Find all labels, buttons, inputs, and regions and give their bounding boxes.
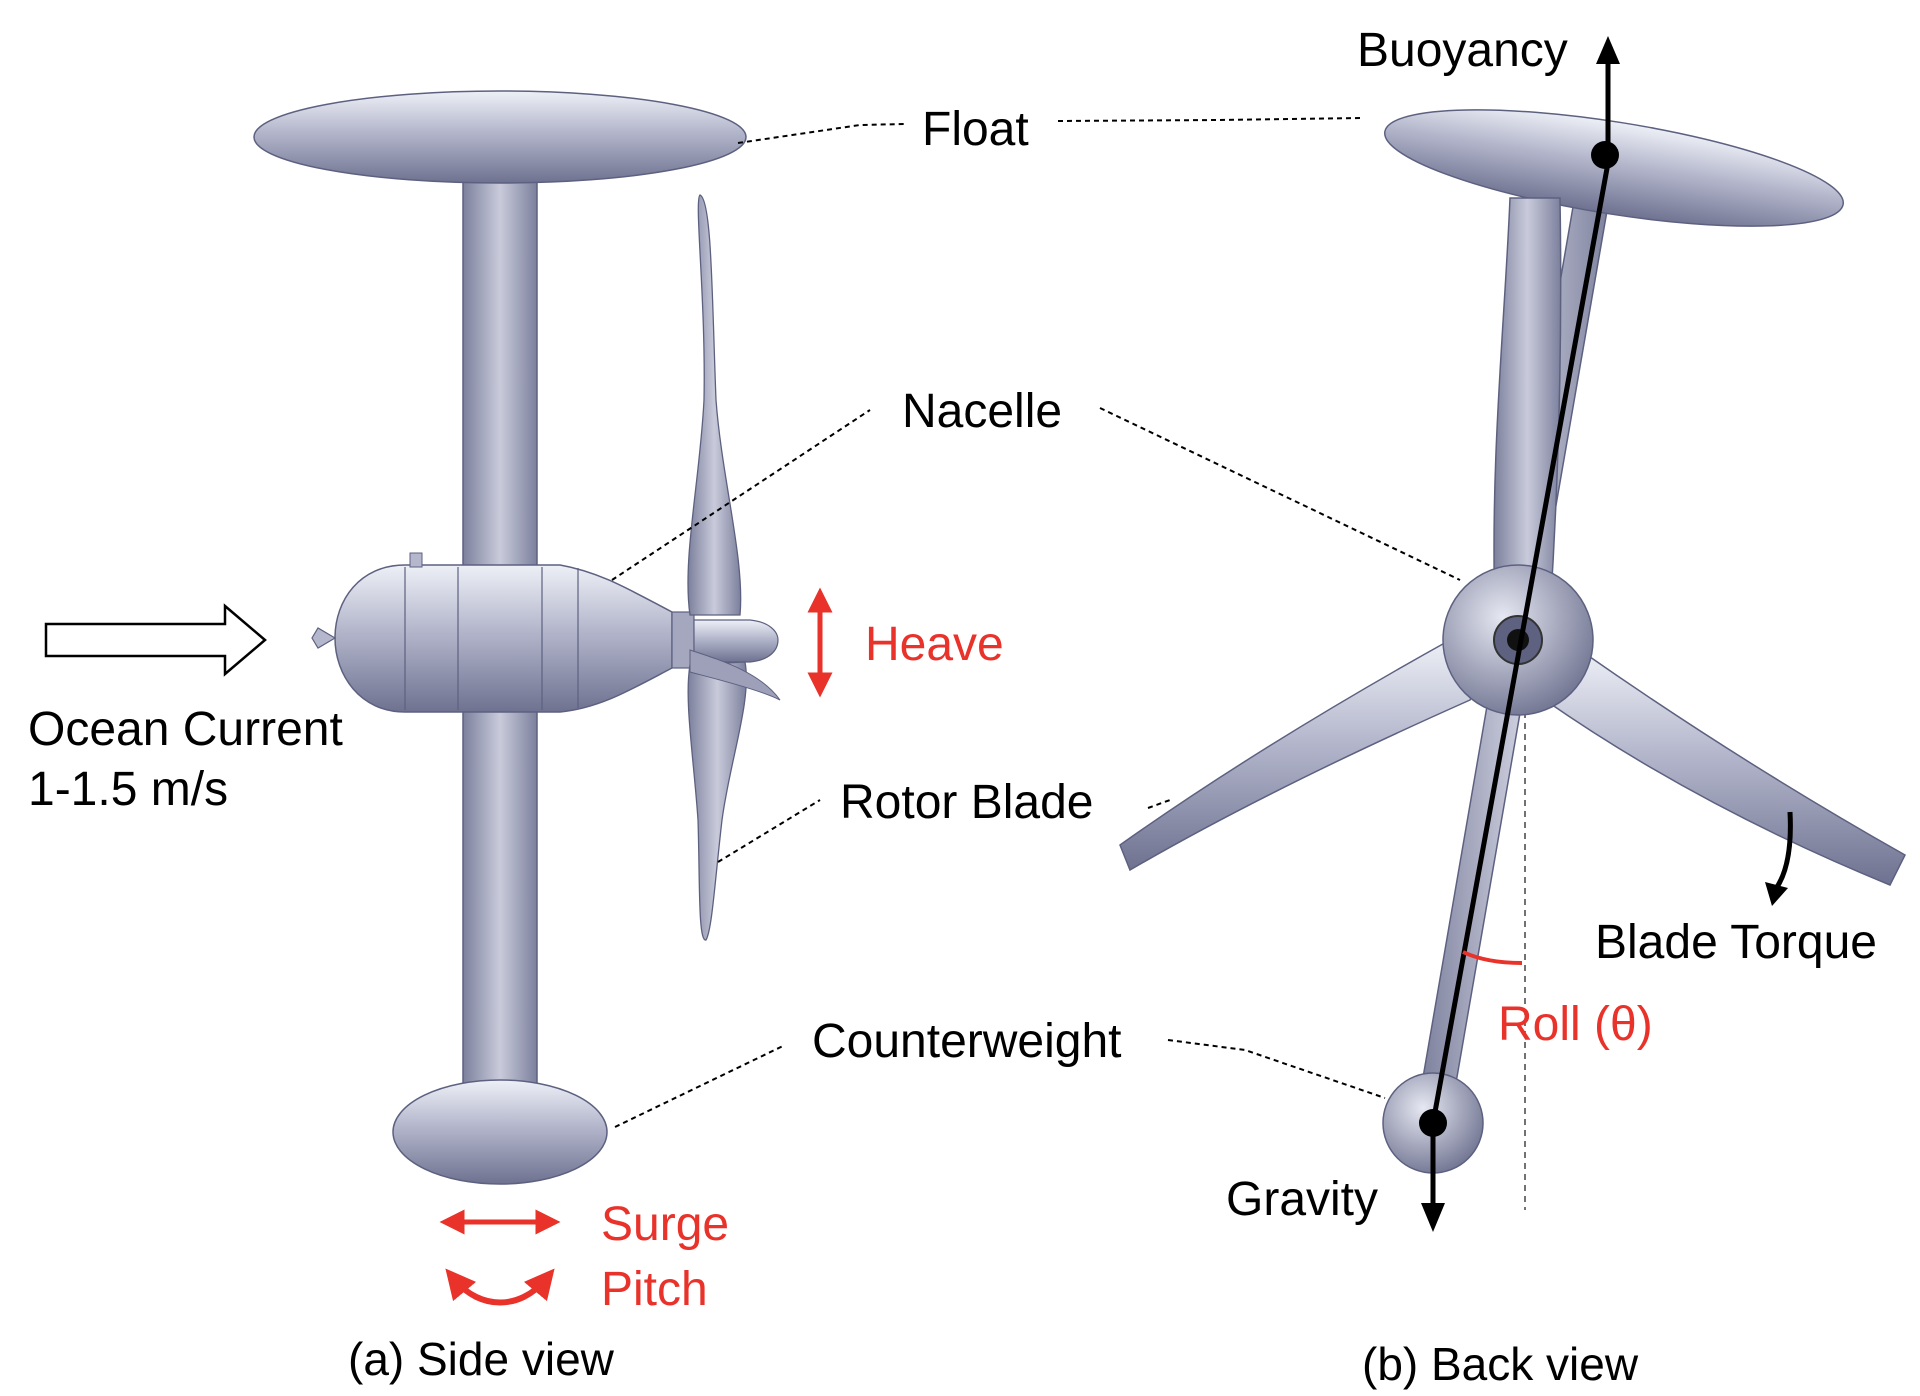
- labels: Float Nacelle Heave Ocean Current 1-1.5 …: [28, 24, 1877, 1390]
- label-ocean-current: Ocean Current: [28, 703, 343, 756]
- gravity-arrow-icon: [1421, 1123, 1445, 1232]
- label-current-speed: 1-1.5 m/s: [28, 763, 228, 816]
- caption-side-view: (a) Side view: [348, 1333, 615, 1385]
- label-nacelle: Nacelle: [902, 385, 1062, 438]
- back-blade-top: [1493, 197, 1562, 613]
- side-rotor-blades: [687, 194, 781, 941]
- tilt-axis-line: [1430, 151, 1613, 1124]
- label-float: Float: [922, 103, 1029, 156]
- side-float: [253, 90, 747, 184]
- side-view: [253, 90, 781, 1185]
- pitch-arrow: [445, 1268, 555, 1306]
- label-heave: Heave: [865, 618, 1004, 671]
- back-blade-left: [1119, 639, 1502, 872]
- curved-arrow-icon: [1765, 811, 1793, 906]
- back-blade-right: [1544, 649, 1906, 886]
- leader-lines: [611, 117, 1461, 1128]
- label-surge: Surge: [601, 1198, 729, 1251]
- label-buoyancy: Buoyancy: [1357, 24, 1568, 77]
- caption-back-view: (b) Back view: [1362, 1338, 1639, 1390]
- side-counterweight: [392, 1079, 608, 1185]
- label-rotor-blade: Rotor Blade: [840, 776, 1093, 829]
- current-arrow-icon: [44, 603, 267, 677]
- side-nacelle: [311, 552, 779, 713]
- force-arrow-icon: [1596, 36, 1620, 155]
- label-pitch: Pitch: [601, 1263, 708, 1316]
- label-counterweight: Counterweight: [812, 1015, 1122, 1068]
- back-float: [1383, 109, 1845, 227]
- label-blade-torque: Blade Torque: [1595, 916, 1877, 969]
- label-gravity: Gravity: [1226, 1173, 1378, 1226]
- roll-arc: [1462, 950, 1523, 965]
- back-view: [1119, 36, 1906, 1232]
- label-roll: Roll (θ): [1498, 998, 1653, 1051]
